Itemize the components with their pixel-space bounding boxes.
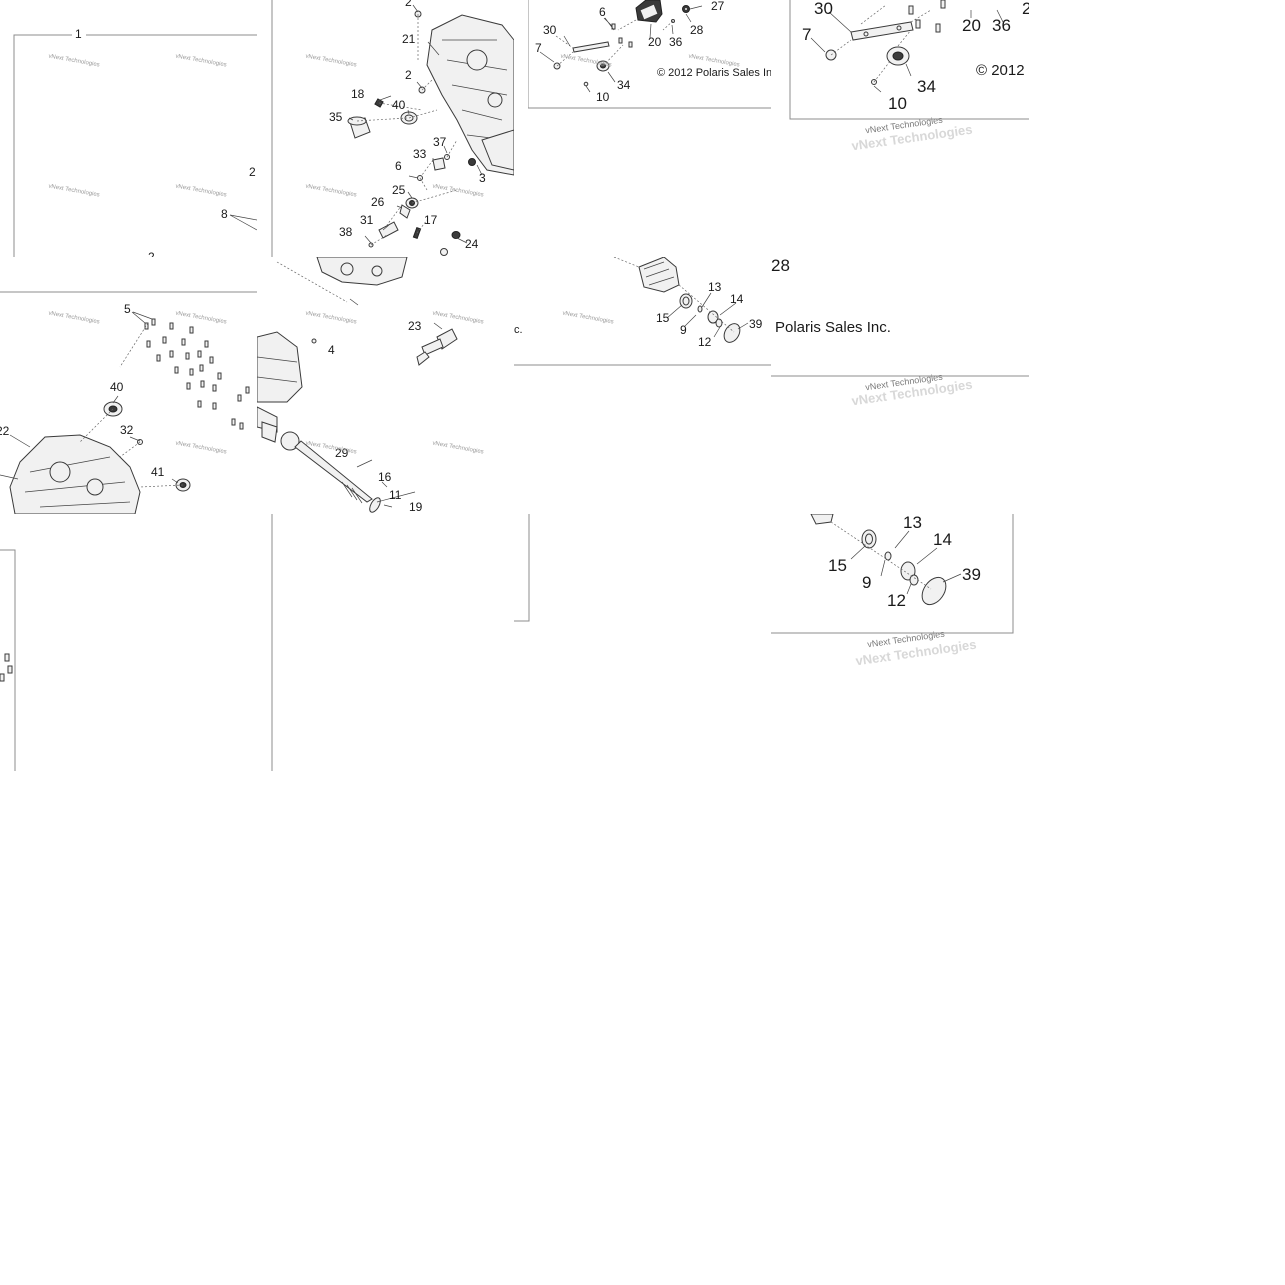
callout-2: 2: [249, 165, 256, 179]
callout-41: 41: [151, 465, 165, 479]
callout-7: 7: [535, 41, 542, 55]
diagram-tile-gear-stack: 13 14 15 9 39 12 c. vNext Technologies: [514, 257, 771, 367]
tile-7-drawing: [514, 257, 771, 366]
callout-3: 3: [479, 171, 486, 185]
copyright: © 2012: [976, 62, 1025, 79]
callout-18: 18: [351, 87, 365, 101]
callout-24: 24: [465, 237, 479, 251]
diagram-tile-gear-stack-zoom: 13 14 15 9 39 12 vNext Technologies vNex…: [771, 514, 1029, 674]
callout-12: 12: [887, 591, 906, 610]
callout-36: 36: [992, 16, 1011, 35]
callout-16: 16: [378, 470, 392, 484]
callout-14: 14: [933, 530, 952, 549]
callout-26: 26: [371, 195, 385, 209]
callout-37: 37: [433, 135, 447, 149]
callout-39: 39: [962, 565, 981, 584]
callout-2-partial: 2: [148, 250, 155, 257]
diagram-tile-crankcase-parts: 2 21 2 18 40 35 37 33 6 3 25 26 17 31 38…: [257, 0, 514, 257]
tile-2-drawing: [271, 0, 514, 257]
callout-11: 11: [389, 488, 402, 502]
callout-25: 25: [392, 183, 406, 197]
callout-8: 8: [221, 207, 228, 221]
callout-28: 28: [690, 23, 704, 37]
callout-7: 7: [802, 25, 812, 44]
housing: [257, 331, 303, 403]
callout-17: 17: [424, 213, 438, 227]
tile-10-lines: [0, 514, 530, 771]
diagram-tile-cover-breather: 6 27 30 20 36 28 7 34 10 © 2012 Polaris …: [528, 0, 771, 110]
callout-23: 23: [408, 319, 422, 333]
callout-22: 22: [0, 424, 10, 438]
callout-40: 40: [110, 380, 124, 394]
callout-14: 14: [730, 292, 744, 306]
callout-15: 15: [656, 311, 670, 325]
tile-9-drawing: [771, 514, 1014, 634]
callout-33: 33: [413, 147, 427, 161]
tile-3-drawing: [528, 0, 771, 109]
callout-31: 31: [360, 213, 374, 227]
diagram-tile-lower-left: [0, 514, 530, 774]
callout-28: 28: [771, 257, 790, 275]
tile-5-drawing: [0, 291, 257, 514]
crankcase-half: [9, 434, 141, 514]
callout-39: 39: [749, 317, 763, 331]
callout-9: 9: [862, 573, 872, 592]
crankcase-body: [426, 14, 514, 176]
callout-20: 20: [648, 35, 662, 49]
tile-6-drawing: [257, 257, 458, 513]
callout-12: 12: [698, 335, 712, 349]
diagram-tile-cover-breather-zoom: 30 20 36 2 7 34 10 © 2012 vNext Technolo…: [771, 0, 1029, 160]
callout-21: 21: [402, 32, 416, 46]
tile-1-lines: [13, 34, 257, 257]
copyright: © 2012 Polaris Sales Inc: [657, 67, 771, 79]
callout-15: 15: [828, 556, 847, 575]
callout-5: 5: [124, 302, 131, 316]
copyright: Polaris Sales Inc.: [775, 319, 891, 336]
diagram-tile-crankcase-overview: 1 2 8 2 vNext Technologies vNext Technol…: [0, 0, 257, 257]
callout-2: 2: [405, 68, 412, 82]
callout-40: 40: [392, 98, 406, 112]
callout-27: 27: [711, 0, 725, 13]
callout-34: 34: [917, 77, 936, 96]
callout-6: 6: [395, 159, 402, 173]
callout-6: 6: [599, 5, 606, 19]
callout-36: 36: [669, 35, 683, 49]
callout-10: 10: [888, 94, 907, 113]
diagram-tile-copyright-zoom: 28 Polaris Sales Inc. vNext Technologies…: [771, 257, 1029, 407]
callout-20: 20: [962, 16, 981, 35]
callout-30: 30: [543, 23, 557, 37]
callout-34: 34: [617, 78, 631, 92]
callout-38: 38: [339, 225, 353, 239]
copyright-fragment: c.: [514, 324, 523, 336]
callout-1: 1: [75, 27, 82, 41]
callout-29: 29: [335, 446, 349, 460]
callout-35: 35: [329, 110, 343, 124]
callout-30: 30: [814, 0, 833, 18]
callout-32: 32: [120, 423, 134, 437]
diagram-tile-shafts: 4 23 29 16 11 19 vNext Technologies vNex…: [257, 257, 514, 514]
diagram-tile-crankcase-bolts: 5 40 32 22 41 vNext Technologies vNext T…: [0, 257, 257, 514]
callout-4: 4: [328, 343, 335, 357]
callout-2: 2: [405, 0, 412, 9]
tile-8-drawing: [771, 375, 1029, 377]
callout-19: 19: [409, 500, 423, 514]
tile-4-drawing: [789, 0, 1029, 120]
callout-13: 13: [903, 514, 922, 532]
bolt-set: [144, 318, 250, 430]
callout-9: 9: [680, 323, 687, 337]
callout-10: 10: [596, 90, 610, 104]
callout-13: 13: [708, 280, 722, 294]
callout-2-partial: 2: [1022, 0, 1029, 18]
gear: [638, 257, 680, 293]
